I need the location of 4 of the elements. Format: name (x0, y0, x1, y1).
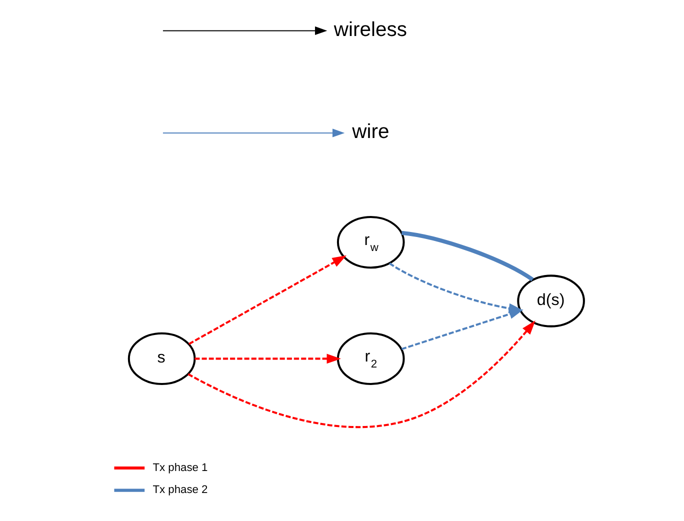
node-text: wire (352, 121, 390, 144)
legend-label: Tx phase 2 (152, 484, 208, 496)
legend-label: Tx phase 1 (152, 462, 208, 474)
node-text: wireless (334, 18, 407, 41)
